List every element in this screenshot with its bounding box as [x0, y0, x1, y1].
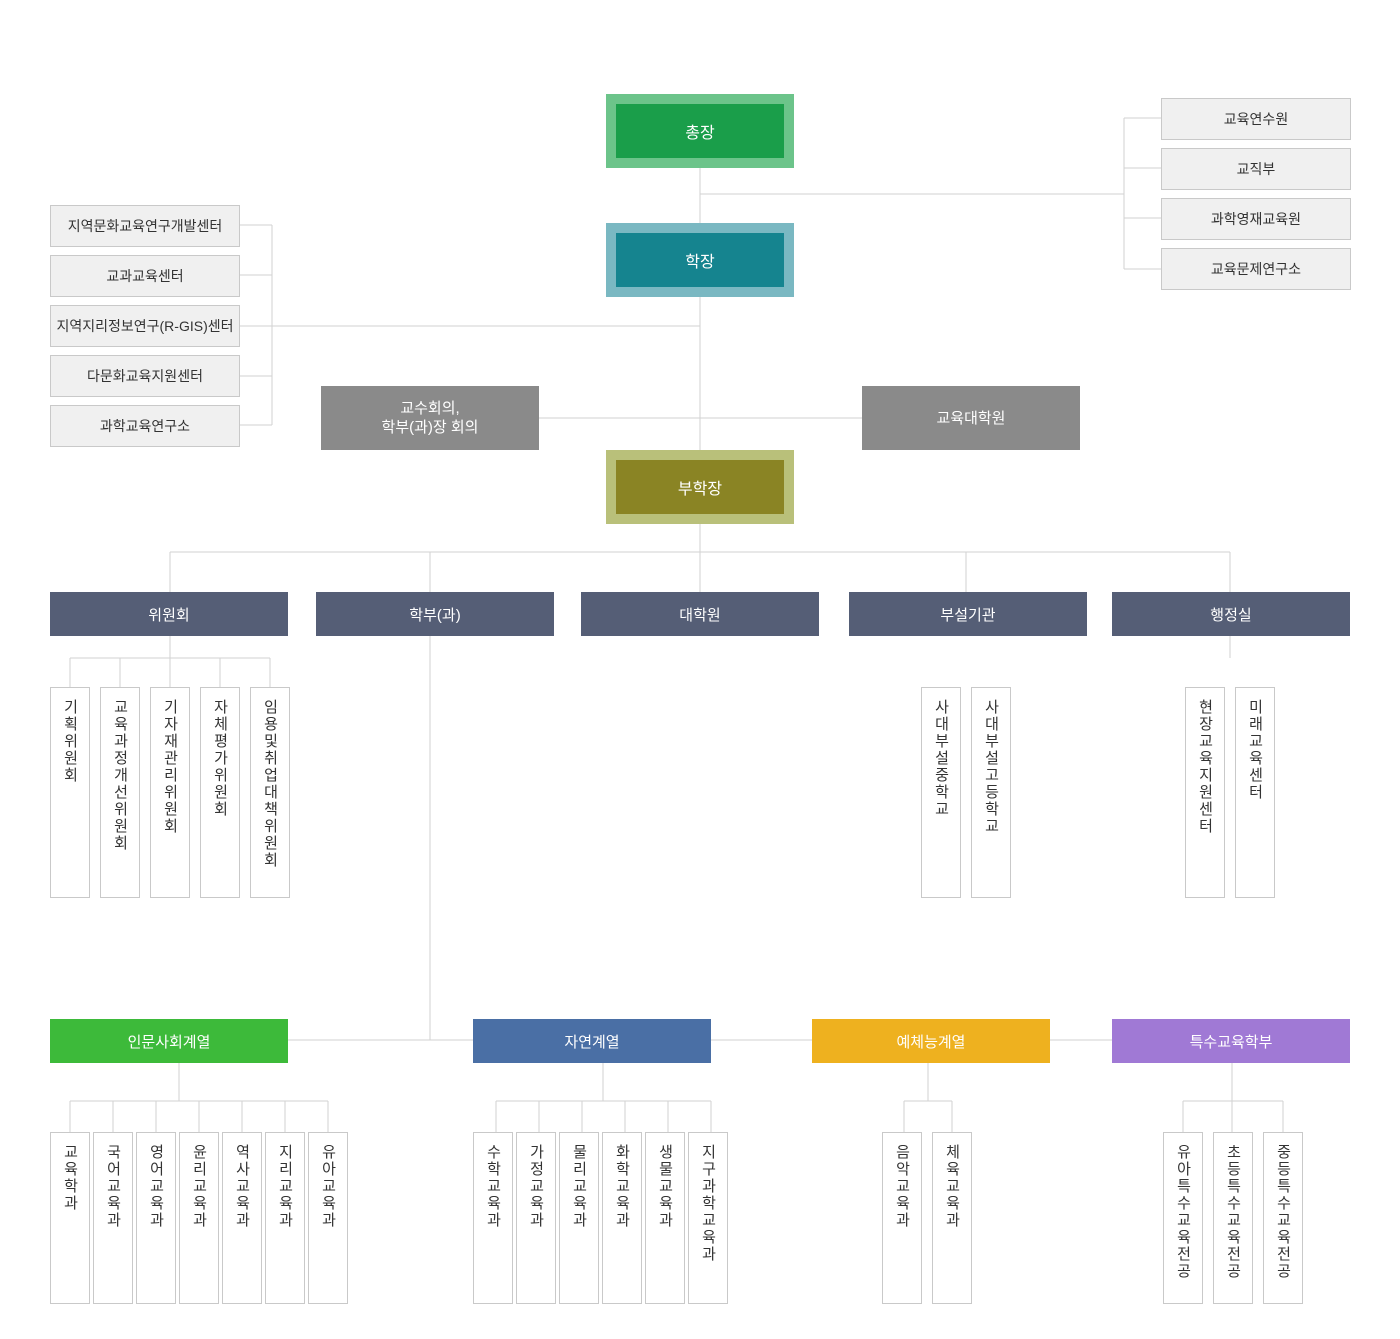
arts-dept[interactable]: 음악교육과 — [882, 1132, 922, 1304]
committee-item[interactable]: 임용및취업대책위원회 — [250, 687, 290, 898]
category-graduate-school[interactable]: 대학원 — [581, 592, 819, 636]
humanities-dept[interactable]: 교육학과 — [50, 1132, 90, 1304]
right-unit-gifted-science[interactable]: 과학영재교육원 — [1161, 198, 1351, 240]
category-departments[interactable]: 학부(과) — [316, 592, 554, 636]
humanities-dept[interactable]: 지리교육과 — [265, 1132, 305, 1304]
natural-dept[interactable]: 화학교육과 — [602, 1132, 642, 1304]
right-unit-teaching-dept[interactable]: 교직부 — [1161, 148, 1351, 190]
category-affiliated-institutions[interactable]: 부설기관 — [849, 592, 1087, 636]
humanities-dept[interactable]: 유아교육과 — [308, 1132, 348, 1304]
natural-dept[interactable]: 물리교육과 — [559, 1132, 599, 1304]
arts-dept[interactable]: 체육교육과 — [932, 1132, 972, 1304]
natural-dept[interactable]: 지구과학교육과 — [688, 1132, 728, 1304]
category-committee[interactable]: 위원회 — [50, 592, 288, 636]
left-unit-science-education-institute[interactable]: 과학교육연구소 — [50, 405, 240, 447]
president-label: 총장 — [616, 104, 784, 158]
affiliated-middle-school[interactable]: 사대부설중학교 — [921, 687, 961, 898]
special-major[interactable]: 초등특수교육전공 — [1213, 1132, 1253, 1304]
humanities-dept[interactable]: 역사교육과 — [222, 1132, 262, 1304]
right-unit-education-research[interactable]: 교육문제연구소 — [1161, 248, 1351, 290]
natural-dept[interactable]: 생물교육과 — [645, 1132, 685, 1304]
committee-item[interactable]: 교육과정개선위원회 — [100, 687, 140, 898]
committee-item[interactable]: 기획위원회 — [50, 687, 90, 898]
family-humanities-social[interactable]: 인문사회계열 — [50, 1019, 288, 1063]
left-unit-rgis-center[interactable]: 지역지리정보연구(R-GIS)센터 — [50, 305, 240, 347]
family-natural-science[interactable]: 자연계열 — [473, 1019, 711, 1063]
vice-dean-box[interactable]: 부학장 — [606, 450, 794, 524]
family-special-education[interactable]: 특수교육학부 — [1112, 1019, 1350, 1063]
vice-dean-label: 부학장 — [616, 460, 784, 514]
humanities-dept[interactable]: 영어교육과 — [136, 1132, 176, 1304]
faculty-council-line1: 교수회의, — [400, 400, 460, 417]
left-unit-regional-culture-center[interactable]: 지역문화교육연구개발센터 — [50, 205, 240, 247]
natural-dept[interactable]: 수학교육과 — [473, 1132, 513, 1304]
field-education-support-center[interactable]: 현장교육지원센터 — [1185, 687, 1225, 898]
dean-label: 학장 — [616, 233, 784, 287]
humanities-dept[interactable]: 윤리교육과 — [179, 1132, 219, 1304]
faculty-council-box[interactable]: 교수회의, 학부(과)장 회의 — [321, 386, 539, 450]
special-major[interactable]: 유아특수교육전공 — [1163, 1132, 1203, 1304]
affiliated-high-school[interactable]: 사대부설고등학교 — [971, 687, 1011, 898]
dean-box[interactable]: 학장 — [606, 223, 794, 297]
committee-item[interactable]: 기자재관리위원회 — [150, 687, 190, 898]
natural-dept[interactable]: 가정교육과 — [516, 1132, 556, 1304]
future-education-center[interactable]: 미래교육센터 — [1235, 687, 1275, 898]
president-box[interactable]: 총장 — [606, 94, 794, 168]
category-administration-office[interactable]: 행정실 — [1112, 592, 1350, 636]
family-arts-physical[interactable]: 예체능계열 — [812, 1019, 1050, 1063]
left-unit-subject-education-center[interactable]: 교과교육센터 — [50, 255, 240, 297]
right-unit-training-institute[interactable]: 교육연수원 — [1161, 98, 1351, 140]
special-major[interactable]: 중등특수교육전공 — [1263, 1132, 1303, 1304]
graduate-school-of-education-box[interactable]: 교육대학원 — [862, 386, 1080, 450]
faculty-council-line2: 학부(과)장 회의 — [381, 419, 479, 436]
committee-item[interactable]: 자체평가위원회 — [200, 687, 240, 898]
humanities-dept[interactable]: 국어교육과 — [93, 1132, 133, 1304]
left-unit-multicultural-center[interactable]: 다문화교육지원센터 — [50, 355, 240, 397]
